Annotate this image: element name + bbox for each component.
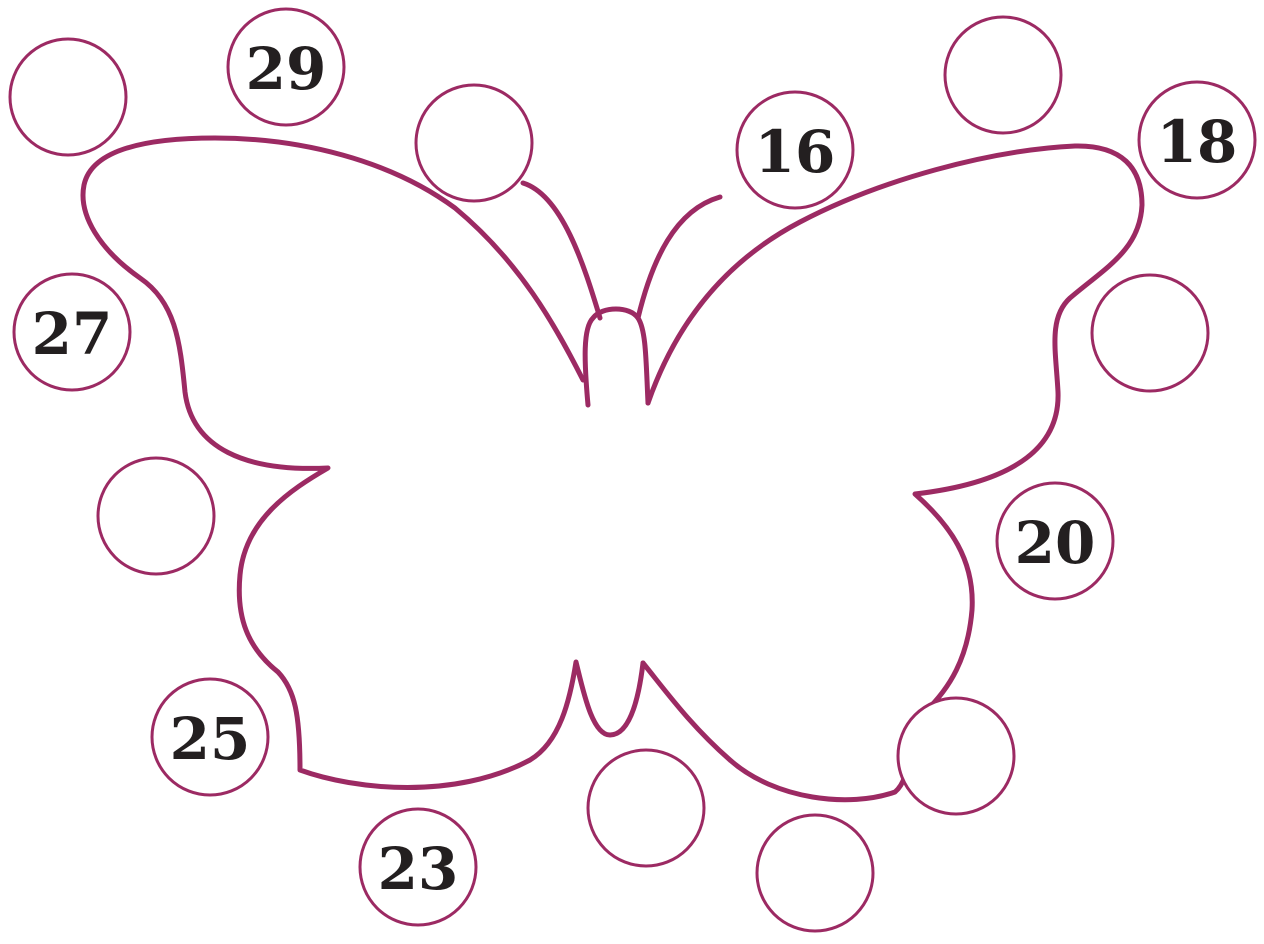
number-circle <box>98 458 214 574</box>
empty-circle <box>588 750 704 866</box>
empty-circle <box>98 458 214 574</box>
empty-circle <box>945 17 1061 133</box>
circle-16: 16 <box>737 92 853 208</box>
butterfly-body <box>585 309 648 405</box>
circle-25: 25 <box>152 679 268 795</box>
empty-circle <box>416 85 532 201</box>
number-circle <box>10 39 126 155</box>
number-circle <box>945 17 1061 133</box>
circle-29: 29 <box>228 9 344 125</box>
circle-27: 27 <box>14 274 130 390</box>
circle-number: 23 <box>378 835 459 903</box>
number-circle <box>588 750 704 866</box>
right-wing-outline <box>643 146 1142 800</box>
circle-23: 23 <box>360 809 476 925</box>
circle-number: 29 <box>246 35 327 103</box>
circle-number: 16 <box>755 118 836 186</box>
circle-number: 25 <box>170 705 251 773</box>
empty-circle <box>10 39 126 155</box>
number-circle <box>1092 275 1208 391</box>
circle-18: 18 <box>1139 82 1255 198</box>
empty-circle <box>898 698 1014 814</box>
circle-number: 18 <box>1157 108 1238 176</box>
right-antenna <box>638 197 720 318</box>
circle-number: 27 <box>32 300 113 368</box>
number-circle <box>898 698 1014 814</box>
circle-number: 20 <box>1015 509 1096 577</box>
number-circle <box>416 85 532 201</box>
number-circle <box>757 815 873 931</box>
empty-circle <box>757 815 873 931</box>
empty-circle <box>1092 275 1208 391</box>
circle-20: 20 <box>997 483 1113 599</box>
